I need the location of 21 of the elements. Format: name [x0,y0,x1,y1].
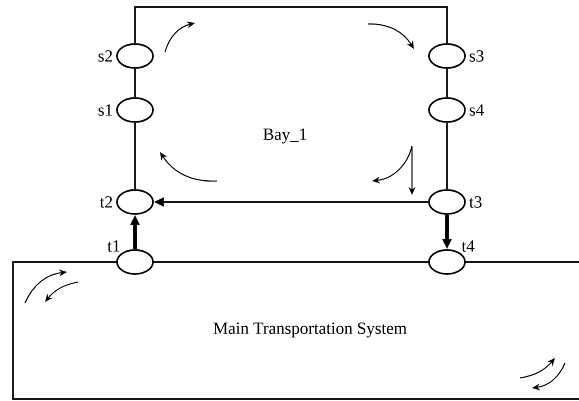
station-circle [116,43,154,69]
station-label: t4 [462,240,474,252]
connector [446,68,448,98]
station-circle [428,97,466,123]
connector [134,122,136,190]
station-circle [428,189,466,215]
connector [134,6,448,44]
connector [134,68,136,98]
station-label: t2 [100,196,112,208]
station-label: t1 [107,240,120,252]
connector [446,122,448,190]
station-label: s2 [98,50,112,62]
station-circle [116,97,154,123]
system-box: Main Transportation System [12,261,579,400]
bay-label: Bay_1 [263,128,306,144]
station-label: s1 [98,104,112,116]
station-circle [428,43,466,69]
station-label: s4 [470,104,484,116]
station-label: t3 [469,196,482,208]
station-label: s3 [470,50,484,62]
station-circle [116,189,154,215]
